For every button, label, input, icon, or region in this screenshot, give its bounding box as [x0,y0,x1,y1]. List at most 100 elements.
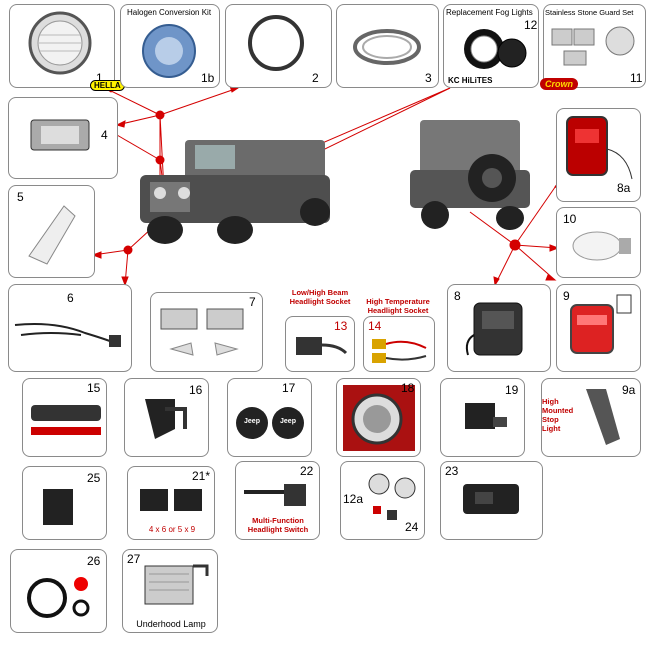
bulb-icon [572,231,631,261]
socket-icon [296,337,348,355]
part-number: 9 [563,289,570,303]
part-number: 12 [524,18,538,32]
part-11-stoneguard-box[interactable]: Stainless Stone Guard Set 11 [543,4,646,88]
part-8-lens-box[interactable]: 8 [447,284,551,372]
part-8a-taillight-box[interactable]: 8a [556,108,641,202]
part-number: 23 [445,464,459,478]
caption-stop: High Mounted Stop Light [542,397,574,433]
part-number: 7 [249,295,256,309]
part-3-bezel-box[interactable]: 3 [336,4,439,88]
part-number: 14 [368,319,382,333]
underhood-lamp-icon [144,564,209,605]
stone-guard-icon [551,26,635,66]
part-number: 26 [87,554,101,568]
switch-icon [465,403,507,429]
gasket-kit-icon [27,577,90,618]
part-5-sidemarker-box[interactable]: 5 [8,185,95,278]
caption-lowhigh: Low/High Beam Headlight Socket [289,288,351,306]
part-number: 16 [189,383,203,397]
part-6-harness-box[interactable]: 6 [8,284,132,372]
relay-icon [43,489,73,525]
part-18-headlight-box[interactable]: 18 [336,378,421,457]
part-2-ring-box[interactable]: 2 [225,4,332,88]
part-number: 6 [67,291,74,305]
caption-fog: Replacement Fog Lights [446,8,533,17]
red-tail-light-icon [570,294,632,354]
part-number: 4 [101,128,108,142]
stop-light-icon [586,389,620,445]
part-23-module-box[interactable]: 23 [440,461,543,540]
part-number: 3 [425,71,432,85]
part-number: 24 [405,520,419,534]
caption-hightemp: High Temperature Headlight Socket [366,297,430,315]
bezel-ring-icon [353,29,421,65]
headlight-icon [28,11,92,75]
halogen-lamp-icon [142,24,196,78]
bracket-icon [145,399,187,439]
hightemp-socket-icon [372,339,427,363]
part-14-socket-box[interactable]: 14 [363,316,435,372]
part-15-lightbar-box[interactable]: 15 [22,378,107,457]
part-10-bulb-box[interactable]: 10 [556,207,641,278]
part-number: 9a [622,383,636,397]
part-number: 2 [312,71,319,85]
part-22-switch-box[interactable]: 22 Multi-Function Headlight Switch [235,461,320,540]
caption-size: 4 x 6 or 5 x 9 [148,525,196,534]
part-12a-foglight-box[interactable]: 12a 24 [340,461,425,540]
part-1b-halogen-box[interactable]: Halogen Conversion Kit 1b [120,4,220,88]
part-number: 21* [192,469,211,483]
fog-light-icon [464,29,527,69]
kc-hilites-logo: KC HiLiTES [448,76,493,85]
multifunction-switch-icon [244,484,306,506]
part-4-parklight-box[interactable]: 4 [8,97,118,179]
light-bar-icon [31,405,101,435]
part-16-bracket-box[interactable]: 16 [124,378,209,457]
part-number: 10 [563,212,577,226]
part-number: 11 [630,71,643,85]
part-9a-stoplight-box[interactable]: High Mounted Stop Light 9a [541,378,641,457]
tail-lens-icon [465,302,523,356]
part-number: 1 [96,71,103,85]
part-25-relay-box[interactable]: 25 [22,466,107,540]
part-9-taillight-box[interactable]: 9 [556,284,641,372]
part-number: 8a [617,181,631,195]
part-13-socket-box[interactable]: 13 [285,316,355,372]
part-27-underhood-box[interactable]: 27 Underhood Lamp [122,549,218,633]
part-19-switch-box[interactable]: 19 [440,378,525,457]
crown-logo: Crown [540,78,578,90]
part-12-fog-box[interactable]: Replacement Fog Lights 12 [443,4,539,88]
part-number: 18 [401,381,415,395]
wiring-harness-icon [14,323,121,347]
cover-logo-left: Jeep [244,418,260,425]
part-number: 25 [87,471,101,485]
caption-halogen: Halogen Conversion Kit [127,8,212,17]
caption-underhood: Underhood Lamp [136,619,206,629]
part-number: 22 [300,464,314,478]
aux-lamps-icon [140,489,202,511]
tail-light-icon [566,116,633,180]
lamp-set-icon [160,308,244,356]
caption-stone: Stainless Stone Guard Set [545,8,634,17]
mounted-headlight-icon [343,385,415,451]
part-26-gasket-box[interactable]: 26 [10,549,107,633]
caption-multi: Multi-Function Headlight Switch [247,516,309,534]
module-icon [463,484,519,514]
part-21-lamps-box[interactable]: 21* 4 x 6 or 5 x 9 [127,466,215,540]
part-number: 12a [343,492,364,506]
part-1-headlight-box[interactable]: 1 [9,4,115,88]
fog-lights-set-icon [368,473,416,520]
part-number: 27 [127,552,141,566]
side-marker-icon [28,205,76,265]
part-number: 5 [17,190,24,204]
part-number: 19 [505,383,519,397]
part-number: 17 [282,381,296,395]
parking-light-icon [30,119,90,151]
part-number: 13 [334,319,348,333]
part-number: 15 [87,381,101,395]
part-number: 8 [454,289,461,303]
light-covers-icon [236,407,304,439]
part-7-lamp-set-box[interactable]: 7 [150,292,263,372]
part-17-covers-box[interactable]: 17 Jeep Jeep [227,378,312,457]
